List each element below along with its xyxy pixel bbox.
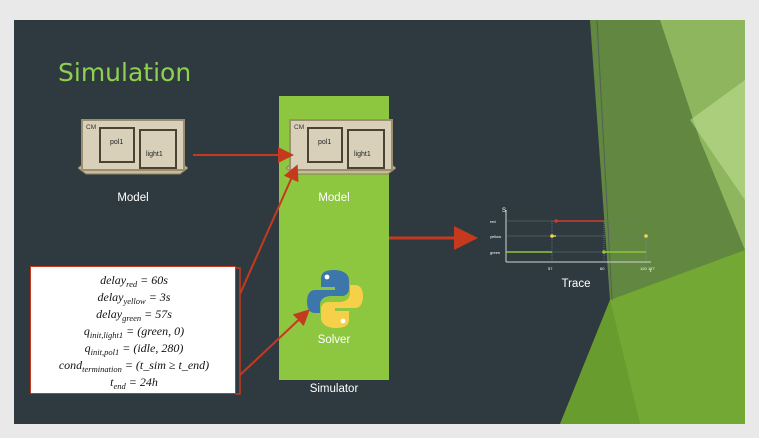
trace-x-symbol: t xyxy=(650,268,652,274)
solver-caption: Solver xyxy=(317,334,351,346)
pol1-label-sim: pol1 xyxy=(318,139,331,146)
decor-facet-4 xyxy=(690,80,745,200)
light1-label-sim: light1 xyxy=(354,151,371,158)
model-component-left: CM pol1 light1 xyxy=(78,119,188,175)
trace-y-symbol: S xyxy=(502,208,506,214)
cm-label-sim: CM xyxy=(294,124,304,131)
tick-120: 120 xyxy=(640,266,647,271)
simulator-caption: Simulator xyxy=(309,383,359,395)
trace-caption: Trace xyxy=(561,278,591,290)
point-green-start xyxy=(602,250,606,254)
arrow-params-to-model xyxy=(239,164,299,295)
point-yellow-start xyxy=(550,234,554,238)
light1-label: light1 xyxy=(146,151,163,158)
slide-title: Simulation xyxy=(58,58,192,87)
formula-cond-termination: condtermination = (t_sim ≥ t_end) xyxy=(58,358,210,374)
decor-facet-3 xyxy=(610,250,745,424)
point-red-start xyxy=(554,219,558,223)
pol1-label: pol1 xyxy=(110,139,123,146)
python-logo-icon xyxy=(307,270,363,328)
tick-57: 57 xyxy=(548,266,553,271)
model-caption-left: Model xyxy=(117,192,149,204)
formula-t-end: tend = 24h xyxy=(110,375,158,391)
arrow-params-to-solver xyxy=(239,309,310,376)
point-yellow-end xyxy=(644,234,648,238)
formula-delay-green: delaygreen = 57s xyxy=(96,307,172,323)
formula-bracket xyxy=(236,267,241,395)
parameter-box: delayred = 60s delayyellow = 3s delaygre… xyxy=(30,266,236,394)
trace-chart: S t red yellow green 57 60 120 177 xyxy=(490,208,655,274)
tick-177: 177 xyxy=(648,266,655,271)
formula-q-init-light1: qinit,light1 = (green, 0) xyxy=(83,324,185,340)
formula-delay-red: delayred = 60s xyxy=(100,273,168,289)
decor-facet-5 xyxy=(560,300,640,424)
model-component-simulator: CM pol1 light1 xyxy=(286,119,396,175)
decor-line xyxy=(596,19,613,301)
state-green-label: green xyxy=(490,250,500,255)
state-red-label: red xyxy=(490,219,496,224)
formula-q-init-pol1: qinit,pol1 = (idle, 280) xyxy=(84,341,184,357)
formula-delay-yellow: delayyellow = 3s xyxy=(97,290,171,306)
tick-60: 60 xyxy=(600,266,605,271)
state-yellow-label: yellow xyxy=(490,234,501,239)
model-caption-simulator: Model xyxy=(318,192,350,204)
cm-label: CM xyxy=(86,124,96,131)
